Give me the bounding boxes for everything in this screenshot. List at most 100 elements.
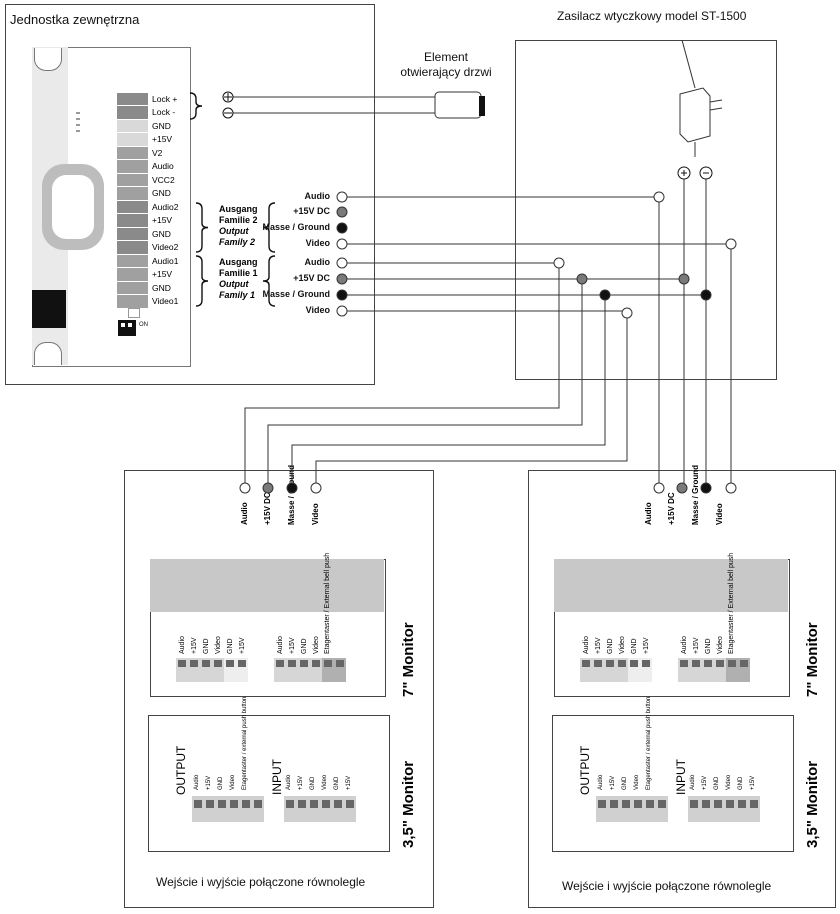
monitor-input-label: Audio bbox=[240, 502, 249, 525]
monitor-7-title: 7" Monitor bbox=[400, 622, 417, 697]
monitor-35-output-term: Video bbox=[634, 774, 640, 790]
screw-icon bbox=[622, 800, 630, 808]
led-dots-icon bbox=[76, 112, 80, 134]
screw-icon bbox=[726, 800, 734, 808]
monitor-35-output-term: +15V bbox=[610, 775, 616, 790]
monitor-7-left-term: GND bbox=[631, 638, 638, 654]
screw-icon bbox=[312, 660, 320, 667]
screw-icon bbox=[618, 660, 626, 667]
screw-icon bbox=[680, 660, 688, 667]
screw-icon bbox=[300, 660, 308, 667]
screw-icon bbox=[230, 800, 238, 808]
screw-icon bbox=[190, 660, 198, 667]
terminal-label: VCC2 bbox=[152, 175, 175, 185]
bus-label-lower: Video bbox=[305, 305, 330, 315]
terminal-separator bbox=[117, 240, 148, 241]
monitor-35-title: 3,5" Monitor bbox=[400, 760, 417, 848]
terminal-label: Video2 bbox=[152, 242, 179, 252]
screw-icon bbox=[336, 660, 344, 667]
terminal-label: Video1 bbox=[152, 296, 179, 306]
monitor-35-input-term: GND bbox=[714, 776, 720, 790]
monitor-7-right-term: Video bbox=[313, 636, 320, 654]
monitor-35-input-term: Video bbox=[322, 774, 328, 790]
monitor-7-left-term: Video bbox=[215, 636, 222, 654]
monitor-35-title: 3,5" Monitor bbox=[804, 760, 821, 848]
terminal-separator bbox=[117, 119, 148, 120]
screw-icon bbox=[714, 800, 722, 808]
door-opener-icon bbox=[434, 91, 482, 119]
monitor-7-right-term: Etagentaster / External bell push bbox=[324, 552, 331, 654]
terminal-separator bbox=[117, 200, 148, 201]
screw-icon bbox=[692, 660, 700, 667]
dip-switch-icon bbox=[118, 320, 136, 336]
terminal-separator bbox=[117, 159, 148, 160]
terminal-separator bbox=[117, 294, 148, 295]
terminal-separator bbox=[117, 254, 148, 255]
screw-icon bbox=[738, 800, 746, 808]
monitor-7-right-term: Audio bbox=[681, 636, 688, 654]
bus-label-upper: +15V DC bbox=[293, 206, 330, 216]
monitor-35-output-term: Video bbox=[230, 774, 236, 790]
screw-icon bbox=[646, 800, 654, 808]
terminal-separator bbox=[117, 132, 148, 133]
screw-icon bbox=[658, 800, 666, 808]
screw-icon bbox=[254, 800, 262, 808]
bus-label-lower: +15V DC bbox=[293, 273, 330, 283]
screw-icon bbox=[242, 800, 250, 808]
monitor-7-right-term: +15V bbox=[693, 637, 700, 654]
monitor-35-input-term: Video bbox=[726, 774, 732, 790]
screw-icon bbox=[346, 800, 354, 808]
monitor-7-header bbox=[554, 559, 788, 612]
monitor-35-input-term: GND bbox=[310, 776, 316, 790]
monitor-input-label: +15V DC bbox=[263, 492, 272, 525]
terminal-separator bbox=[117, 146, 148, 147]
monitor-7-left-term: +15V bbox=[595, 637, 602, 654]
monitor-7-left-term: GND bbox=[227, 638, 234, 654]
monitor-7-right-term: Etagentaster / External bell push bbox=[728, 552, 735, 654]
screw-icon bbox=[716, 660, 724, 667]
screw-icon bbox=[750, 800, 758, 808]
terminal-label: V2 bbox=[152, 148, 163, 158]
terminal-separator bbox=[117, 186, 148, 187]
monitor-35-output-term: Audio bbox=[194, 774, 200, 790]
terminal-label: Audio1 bbox=[152, 256, 179, 266]
monitor-35-box bbox=[552, 715, 794, 852]
monitor-35-input-label: INPUT bbox=[270, 759, 284, 795]
terminal-separator bbox=[117, 213, 148, 214]
monitor-7-right-term: GND bbox=[301, 638, 308, 654]
terminal-label: +15V bbox=[152, 269, 173, 279]
terminal-label: GND bbox=[152, 121, 171, 131]
terminal-label: Audio2 bbox=[152, 202, 179, 212]
camera-lens-icon bbox=[42, 164, 104, 250]
monitor-35-output-term: +15V bbox=[206, 775, 212, 790]
screw-icon bbox=[178, 660, 186, 667]
monitor-7-right-term: +15V bbox=[289, 637, 296, 654]
monitor-input-label: Video bbox=[715, 503, 724, 525]
monitor-35-output-label: OUTPUT bbox=[578, 745, 592, 795]
screw-icon bbox=[598, 800, 606, 808]
monitor-7-right-term: Video bbox=[717, 636, 724, 654]
screw-icon bbox=[728, 660, 736, 667]
monitor-input-label: Masse / Ground bbox=[691, 464, 700, 525]
screw-icon bbox=[226, 660, 234, 667]
power-supply-title: Zasilacz wtyczkowy model ST-1500 bbox=[557, 9, 747, 23]
screw-icon bbox=[642, 660, 650, 667]
screw-icon bbox=[288, 660, 296, 667]
monitor-35-input-term: GND bbox=[334, 776, 340, 790]
power-supply-box bbox=[515, 40, 777, 380]
monitor-7-right-term: GND bbox=[705, 638, 712, 654]
terminal-separator bbox=[117, 173, 148, 174]
terminal-label: +15V bbox=[152, 134, 173, 144]
screw-icon bbox=[690, 800, 698, 808]
monitor-35-output-term: Audio bbox=[598, 774, 604, 790]
terminal-separator bbox=[117, 227, 148, 228]
screw-icon bbox=[606, 660, 614, 667]
outdoor-unit-title: Jednostka zewnętrzna bbox=[10, 12, 140, 27]
terminal-label: GND bbox=[152, 188, 171, 198]
terminal-separator bbox=[117, 105, 148, 106]
bus-label-lower: Audio bbox=[304, 257, 331, 267]
monitor-7-left-term: GND bbox=[607, 638, 614, 654]
bus-label-upper: Video bbox=[305, 238, 330, 248]
screw-icon bbox=[324, 660, 332, 667]
